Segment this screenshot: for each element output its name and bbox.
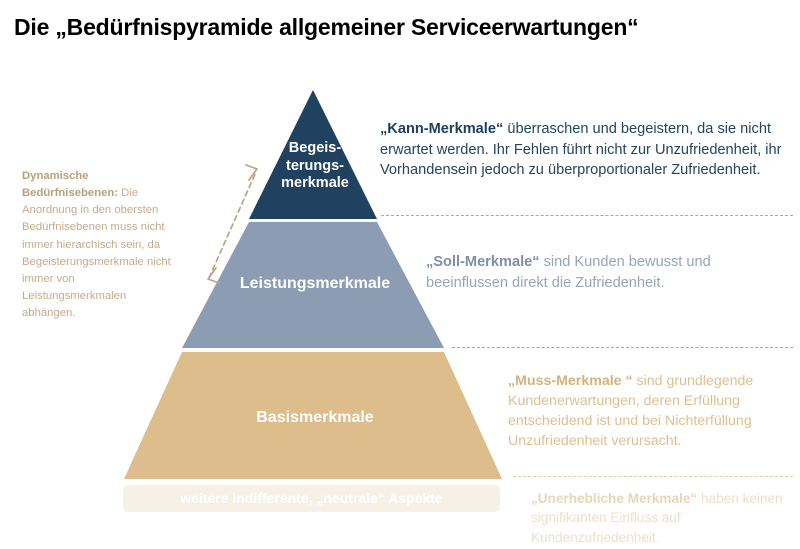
- divider-leistungsmerkmale: [452, 347, 793, 348]
- callout-soll-merkmale-body: sind Kunden bewusst und beeinflussen dir…: [426, 254, 711, 291]
- callout-muss-merkmale-body: sind grundlegende Kundenerwartungen, der…: [508, 373, 754, 450]
- callout-soll-merkmale: „Soll-Merkmale“ sind Kunden bewusst und …: [426, 252, 791, 293]
- callout-muss-merkmale: „Muss-Merkmale “ sind grundlegende Kunde…: [508, 371, 793, 452]
- neutral-aspects-strip[interactable]: [123, 485, 500, 512]
- divider-basismerkmale: [513, 476, 793, 477]
- callout-unerhebliche-merkmale-lead: „Unerhebliche Merkmale“: [531, 491, 698, 506]
- callout-unerhebliche-merkmale: „Unerhebliche Merkmale“ haben keinen sig…: [531, 489, 793, 547]
- neutral-aspects-label: weitere indifferente, „neutrale“ Aspekte: [180, 490, 443, 506]
- pyramid-tier-label-basismerkmale: Basismerkmale: [256, 409, 374, 426]
- callout-muss-merkmale-lead: „Muss-Merkmale “: [508, 373, 633, 389]
- pyramid-tier-label-begeisterungsmerkmale: Begeis- terungs- merkmale: [281, 140, 349, 192]
- dynamic-levels-note-body: Die Anordnung in den obersten Bedürfnise…: [22, 187, 171, 320]
- dynamic-levels-note-lead: Dynamische Bedürfnisebenen:: [22, 170, 119, 200]
- callout-soll-merkmale-lead: „Soll-Merkmale“: [426, 254, 540, 270]
- callout-kann-merkmale: „Kann-Merkmale“ überraschen und begeiste…: [380, 119, 790, 181]
- callout-kann-merkmale-body: überraschen und begeistern, da sie nicht…: [380, 121, 782, 179]
- pyramid-tier-label-leistungsmerkmale: Leistungsmerkmale: [239, 275, 391, 292]
- dynamic-levels-note: Dynamische Bedürfnisebenen: Die Anordnun…: [22, 168, 182, 322]
- callout-kann-merkmale-lead: „Kann-Merkmale“: [380, 121, 504, 137]
- divider-begeisterungsmerkmale: [381, 215, 793, 216]
- page-title: Die „Bedürfnispyramide allgemeiner Servi…: [14, 14, 639, 40]
- callout-unerhebliche-merkmale-body: haben keinen signifikanten Einfluss auf …: [531, 491, 783, 545]
